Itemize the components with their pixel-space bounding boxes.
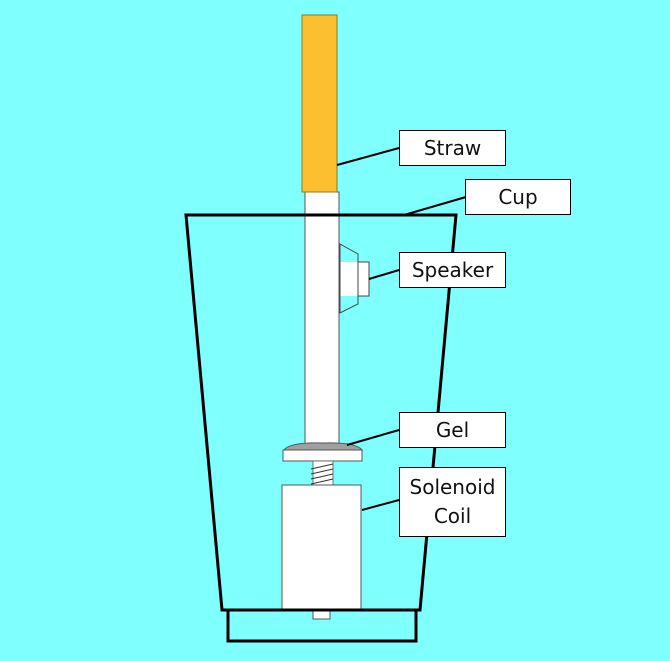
label-gel-text: Gel bbox=[435, 417, 470, 442]
label-solenoid-coil: Solenoid Coil bbox=[399, 467, 506, 537]
speaker-band bbox=[340, 262, 358, 296]
leader-lines bbox=[336, 147, 467, 511]
gel-blob bbox=[282, 442, 364, 451]
speaker-magnet bbox=[357, 261, 370, 297]
label-coil-text: Coil bbox=[433, 504, 472, 528]
label-straw: Straw bbox=[399, 130, 506, 166]
label-speaker-text: Speaker bbox=[411, 257, 494, 282]
cup bbox=[184, 213, 458, 612]
label-speaker: Speaker bbox=[399, 252, 506, 288]
cup-base bbox=[226, 610, 418, 643]
straw-top bbox=[301, 14, 338, 193]
solenoid-coil bbox=[281, 484, 362, 610]
label-solenoid-text: Solenoid bbox=[409, 475, 496, 499]
label-cup: Cup bbox=[465, 179, 571, 215]
label-gel: Gel bbox=[399, 412, 506, 448]
straw-tube bbox=[304, 191, 340, 447]
label-straw-text: Straw bbox=[423, 135, 482, 160]
spring-icon bbox=[310, 463, 334, 485]
label-cup-text: Cup bbox=[498, 184, 538, 209]
gel-plate bbox=[282, 449, 363, 462]
